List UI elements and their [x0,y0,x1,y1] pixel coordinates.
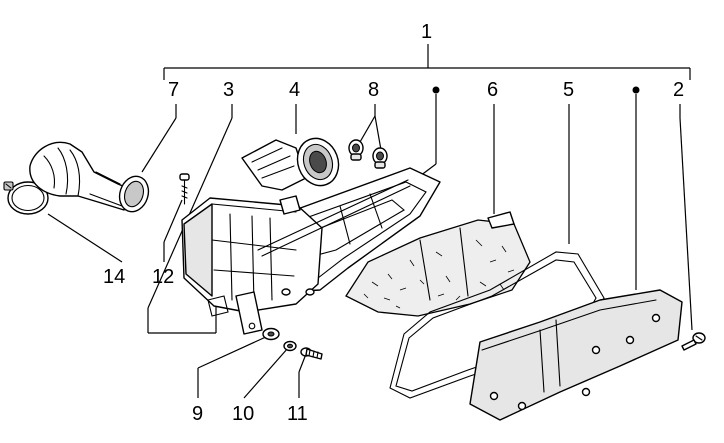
part-14-hose-clamp [3,181,49,215]
callout-14: 14 [103,266,125,288]
part-2-cover-screw [681,332,706,351]
part-3-airbox-housing [181,167,441,335]
marker-dot [432,86,440,94]
part-9-washer [262,327,280,341]
callout-9: 9 [192,403,203,425]
callout-5: 5 [563,79,574,101]
callout-1: 1 [421,21,432,43]
part-12-screw [179,173,190,205]
part-8-grommets [348,139,388,169]
foam-texture [363,239,515,309]
assembly-bracket [163,44,691,80]
callout-4: 4 [289,79,300,101]
part-4-intake-sleeve [241,137,340,191]
callout-6: 6 [487,79,498,101]
callout-8: 8 [368,79,379,101]
callout-7: 7 [168,79,179,101]
callout-11: 11 [287,403,308,425]
callout-2: 2 [673,79,684,101]
part-5-gasket [389,251,605,399]
callout-12: 12 [152,266,174,288]
part-7-intake-elbow [29,141,150,213]
marker-dot [632,86,640,94]
part-10-lock-washer [283,340,297,352]
leader-lines [47,94,693,399]
part-11-screw [300,347,323,360]
callout-3: 3 [223,79,234,101]
airbox-cover [469,289,683,421]
callout-10: 10 [232,403,254,425]
